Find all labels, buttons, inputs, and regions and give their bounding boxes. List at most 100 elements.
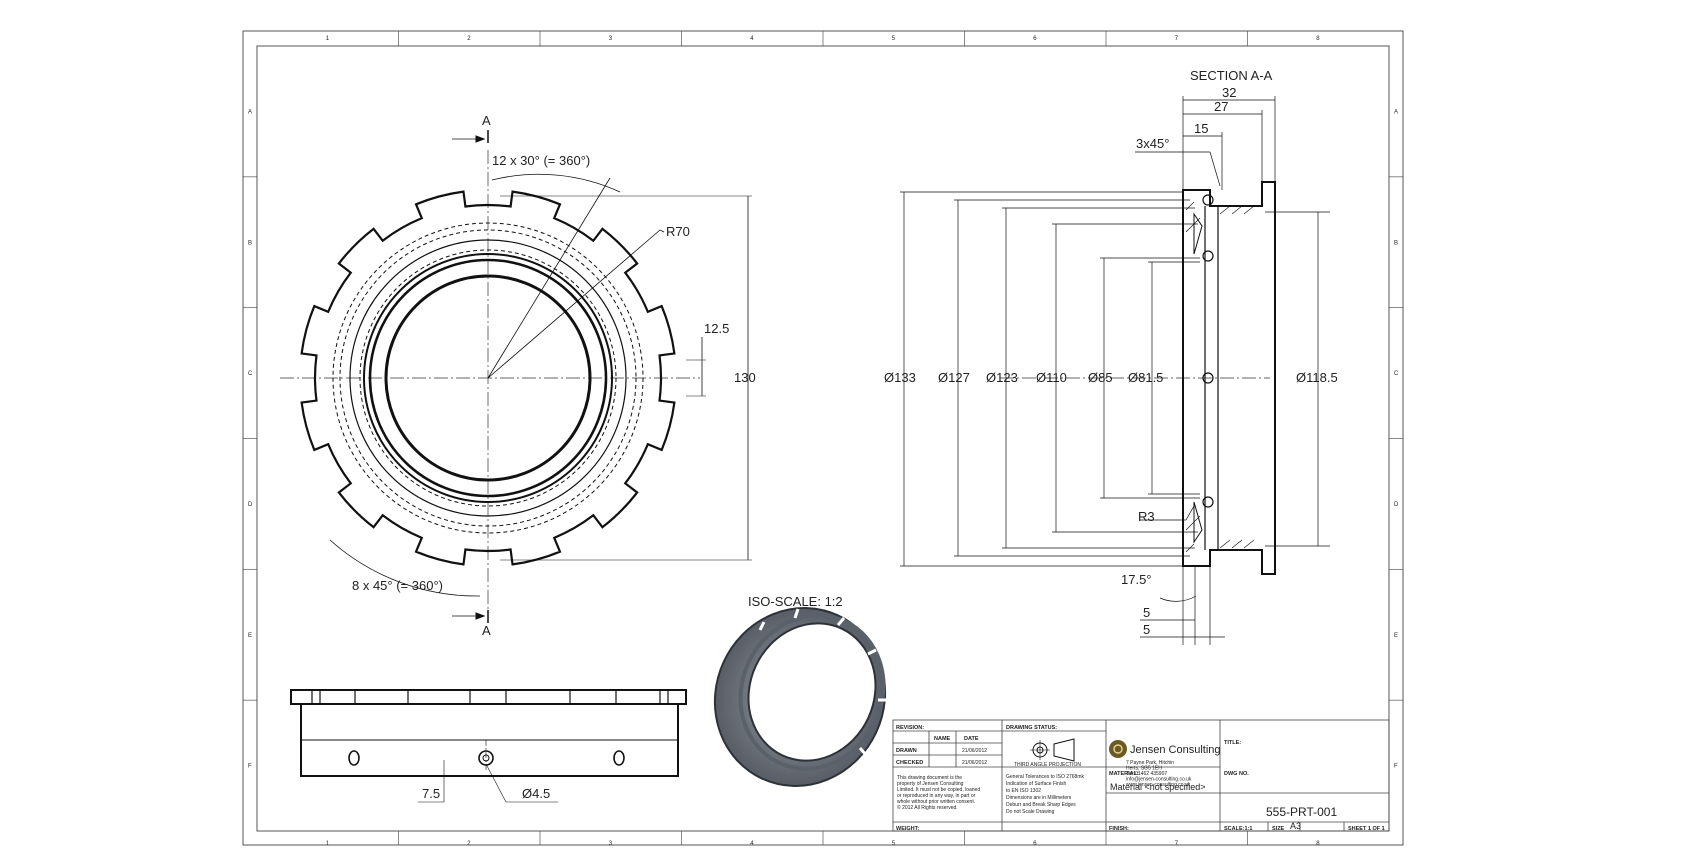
zone-row-right-E: E — [1394, 633, 1398, 639]
notice-line: This drawing document is the — [897, 775, 962, 781]
zone-row-left-A: A — [248, 109, 252, 115]
zone-row-right-C: C — [1394, 371, 1399, 377]
tb-drawn-date: 21/06/2012 — [962, 748, 987, 754]
tb-scale-label: SCALE:1:1 — [1224, 826, 1252, 832]
zone-row-left-E: E — [248, 633, 252, 639]
address-line: www.jensen-consulting.co.uk — [1126, 782, 1191, 788]
company-logo — [1109, 740, 1127, 758]
zone-col-bottom-3: 3 — [609, 841, 613, 847]
zone-col-bottom-5: 5 — [892, 841, 896, 847]
dim-5b: 5 — [1143, 622, 1150, 637]
zone-row-left-C: C — [248, 371, 253, 377]
tb-revision-label: REVISION: — [896, 725, 924, 731]
tb-date-header: DATE — [964, 736, 979, 742]
tb-dwgno-label: DWG NO. — [1224, 771, 1249, 777]
zone-row-right-D: D — [1394, 502, 1399, 508]
section-view — [900, 96, 1330, 645]
notice-line: whole without prior written consent. — [897, 799, 975, 805]
section-title: SECTION A-A — [1190, 68, 1273, 83]
zone-row-left-F: F — [248, 764, 252, 770]
dim-dia118-5: Ø118.5 — [1296, 370, 1338, 385]
tolerance-line: to EN ISO 1302 — [1006, 788, 1041, 794]
slotted-outer-profile — [300, 190, 676, 566]
dim-dia123: Ø123 — [986, 370, 1018, 385]
tb-checked-label: CHECKED — [896, 760, 923, 766]
zone-col-bottom-2: 2 — [467, 841, 471, 847]
zone-row-left-B: B — [248, 240, 252, 246]
zone-col-top-1: 1 — [326, 36, 330, 42]
tb-company: Jensen Consulting — [1130, 744, 1221, 756]
address-line: 7 Payne Park, Hitchin — [1126, 760, 1174, 766]
zone-row-right-F: F — [1394, 764, 1398, 770]
dim-15: 15 — [1194, 121, 1208, 136]
dim-dia81-5: Ø81.5 — [1128, 370, 1163, 385]
section-mark-bottom: A — [482, 623, 491, 638]
tolerance-line: Deburr and Break Sharp Edges — [1006, 802, 1076, 808]
zone-col-top-2: 2 — [467, 36, 471, 42]
zone-col-top-4: 4 — [750, 36, 754, 42]
dim-dia133: Ø133 — [884, 370, 916, 385]
notice-line: Limited. It must not be copied, loaned — [897, 787, 980, 793]
dim-32: 32 — [1222, 85, 1236, 100]
tb-sheet-label: SHEET 1 OF 1 — [1348, 826, 1385, 832]
side-hole-label: Ø4.5 — [522, 786, 550, 801]
tb-weight-label: WEIGHT: — [896, 826, 919, 832]
dim-r3: R3 — [1138, 509, 1155, 524]
dim-27: 27 — [1214, 99, 1228, 114]
radius-label: R70 — [666, 224, 690, 239]
zone-col-bottom-6: 6 — [1033, 841, 1037, 847]
address-line: info@jensen-consulting.co.uk — [1126, 777, 1192, 783]
zone-col-top-5: 5 — [892, 36, 896, 42]
tb-material-label: MATERIAL: — [1109, 771, 1139, 777]
tolerance-line: General Tolerances to ISO 2768mk — [1006, 774, 1085, 780]
height-label: 130 — [734, 370, 756, 385]
tb-material-value: Material <not specified> — [1110, 782, 1206, 792]
tb-drawn-label: DRAWN — [896, 748, 917, 754]
notice-line: or reproduced in any way, in part or — [897, 793, 976, 799]
iso-scale-label: ISO-SCALE: 1:2 — [748, 594, 843, 609]
tb-projection-label: THIRD ANGLE PROJECTION — [1014, 762, 1081, 768]
dim-dia85: Ø85 — [1088, 370, 1113, 385]
zone-col-top-3: 3 — [609, 36, 613, 42]
zone-col-top-8: 8 — [1316, 36, 1320, 42]
address-line: Tel: 01462 435907 — [1126, 771, 1167, 777]
dim-dia127: Ø127 — [938, 370, 970, 385]
tb-dwgno-value: 555-PRT-001 — [1266, 805, 1337, 819]
isometric-render — [713, 607, 887, 787]
tb-name-header: NAME — [934, 736, 951, 742]
general-tolerances: General Tolerances to ISO 2768mkIndicati… — [1006, 774, 1085, 815]
hole-pattern-label: 8 x 45° (= 360°) — [352, 578, 443, 593]
zone-row-right-B: B — [1394, 240, 1398, 246]
tb-size-label: SIZE — [1272, 826, 1285, 832]
zone-col-bottom-1: 1 — [326, 841, 330, 847]
zone-col-bottom-7: 7 — [1175, 841, 1179, 847]
zone-col-top-7: 7 — [1175, 36, 1179, 42]
title-block — [892, 719, 1390, 832]
tb-checked-date: 21/06/2012 — [962, 760, 987, 766]
notice-line: © 2012 All Rights reserved. — [897, 804, 958, 811]
slot-pattern-label: 12 x 30° (= 360°) — [492, 153, 590, 168]
side-offset-label: 7.5 — [422, 786, 440, 801]
tb-finish-label: FINISH: — [1109, 826, 1129, 832]
dim-5a: 5 — [1143, 605, 1150, 620]
dim-chamfer: 3x45° — [1136, 136, 1169, 151]
section-mark-top: A — [482, 113, 491, 128]
notice-line: property of Jensen Consulting — [897, 781, 964, 787]
dim-angle: 17.5° — [1121, 572, 1152, 587]
tolerance-line: Dimensions are in Millimeters — [1006, 795, 1072, 801]
zone-row-right-A: A — [1394, 109, 1398, 115]
zone-row-left-D: D — [248, 502, 253, 508]
slot-width-label: 12.5 — [704, 321, 729, 336]
dim-dia110: Ø110 — [1036, 370, 1067, 385]
tb-status-label: DRAWING STATUS: — [1006, 725, 1057, 731]
zone-col-bottom-4: 4 — [750, 841, 754, 847]
zone-col-top-6: 6 — [1033, 36, 1037, 42]
tolerance-line: Do not Scale Drawing — [1006, 809, 1055, 815]
front-view — [280, 130, 752, 623]
tolerance-line: Indication of Surface Finish — [1006, 781, 1067, 787]
zone-col-bottom-8: 8 — [1316, 841, 1320, 847]
